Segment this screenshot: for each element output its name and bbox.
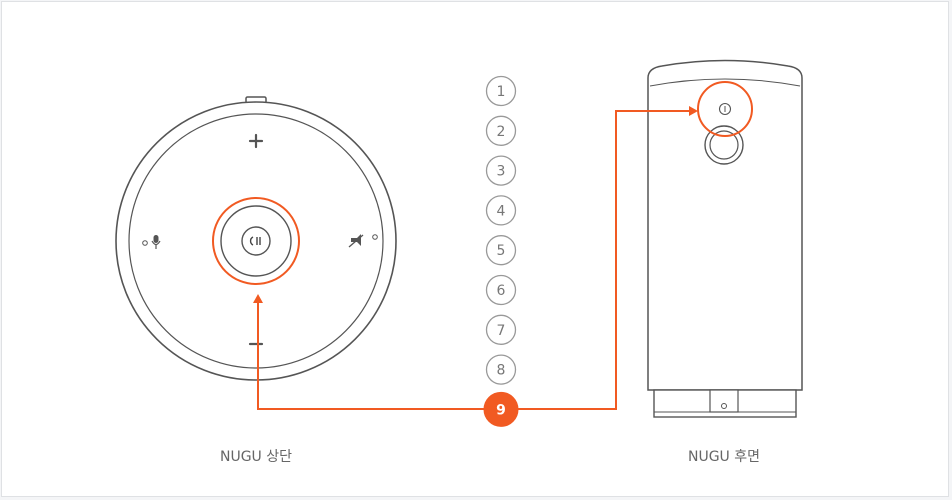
reset-highlight-circle	[697, 81, 753, 137]
nugu-rear-view	[647, 59, 803, 418]
step-7: 7	[485, 314, 517, 345]
nugu-top-view	[115, 96, 397, 381]
center-button[interactable]	[241, 226, 271, 256]
step-circle	[485, 155, 517, 186]
step-6: 6	[485, 274, 517, 306]
rear-port-hole	[721, 403, 727, 409]
rear-rim-line	[649, 78, 801, 87]
step-numbers: 1 2 3 4 5 6 7 8 9	[483, 75, 519, 427]
center-highlight-circle	[212, 197, 300, 285]
step-label: 6	[497, 283, 506, 299]
microphone-icon	[142, 235, 161, 249]
power-jack-inner	[709, 130, 739, 160]
arrow-right-icon	[689, 106, 698, 116]
step-label: 7	[497, 323, 506, 339]
step-circle	[485, 195, 517, 226]
top-view-caption: NUGU 상단	[219, 449, 293, 465]
step-4: 4	[485, 195, 517, 226]
connector-line	[257, 110, 690, 410]
step-circle	[485, 314, 517, 345]
step-1: 1	[485, 75, 517, 107]
step-8: 8	[485, 354, 517, 385]
step-label: 2	[497, 124, 506, 140]
plus-icon	[248, 133, 264, 149]
step-label: 5	[497, 243, 506, 259]
nugu-button-icon	[249, 236, 261, 246]
step-label: 9	[496, 402, 506, 418]
arrow-up-icon	[253, 294, 263, 303]
connector-arrows	[253, 106, 698, 410]
step-label: 3	[497, 164, 506, 180]
rear-body	[647, 59, 803, 391]
top-inner-ring	[128, 113, 384, 369]
rear-view-caption: NUGU 후면	[687, 449, 761, 465]
step-label: 8	[497, 363, 506, 379]
step-circle	[485, 75, 517, 107]
step-circle	[485, 354, 517, 385]
step-circle	[485, 235, 517, 266]
mute-icon	[348, 234, 378, 248]
step-3: 3	[485, 155, 517, 186]
step-9: 9	[483, 391, 519, 427]
step-label: 1	[497, 84, 506, 100]
step-2: 2	[485, 115, 517, 146]
step-circle	[483, 391, 519, 427]
step-circle	[485, 115, 517, 146]
step-circle	[485, 274, 517, 306]
step-label: 4	[497, 203, 506, 219]
step-5: 5	[485, 235, 517, 266]
rear-base-port	[709, 389, 739, 413]
